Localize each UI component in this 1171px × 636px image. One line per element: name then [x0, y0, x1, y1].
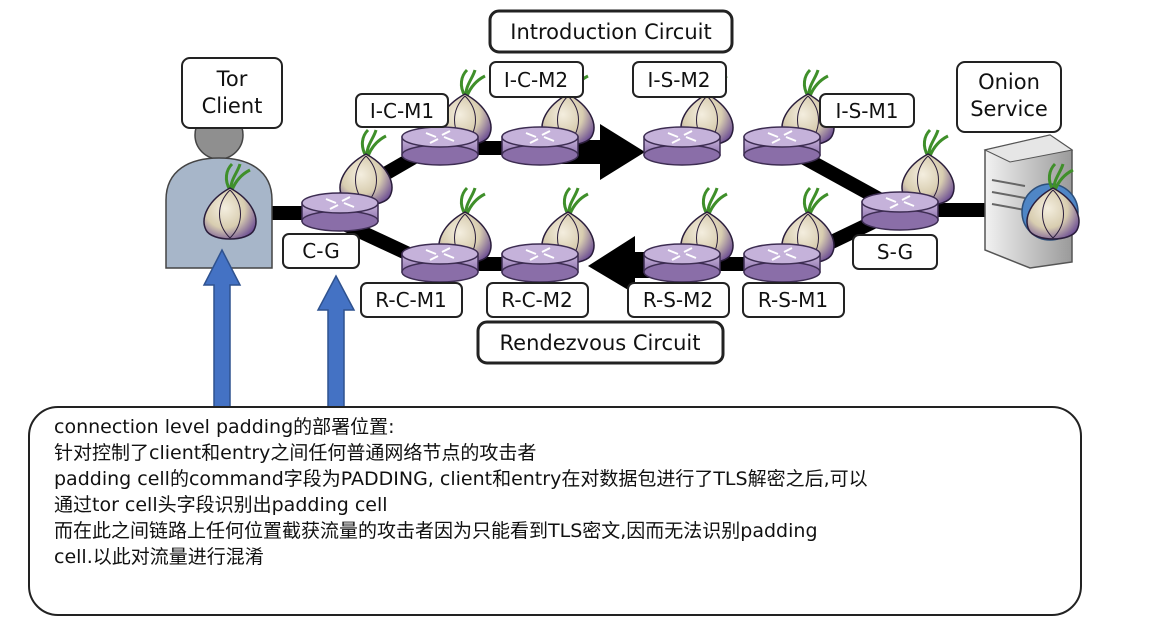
node-label-c-g-text: C-G	[302, 239, 339, 263]
node-label-r-s-m1-text: R-S-M1	[758, 288, 828, 312]
onion-service	[983, 134, 1081, 269]
note-line-4: 通过tor cell头字段识别出padding cell	[54, 494, 388, 516]
node-label-r-s-m2: R-S-M2	[627, 282, 730, 318]
node-rsm1-router	[743, 186, 836, 283]
node-label-r-c-m1-text: R-C-M1	[375, 288, 446, 312]
tor-client-label-line1: Tor	[216, 67, 248, 91]
node-label-i-s-m2-text: I-S-M2	[647, 68, 710, 92]
tor-client	[165, 110, 273, 269]
node-label-r-c-m2-text: R-C-M2	[501, 288, 572, 312]
blue-arrow-entry-guard	[316, 274, 356, 409]
node-label-r-c-m2: R-C-M2	[486, 282, 589, 318]
node-rcm1-router	[401, 186, 493, 283]
node-label-i-s-m1-text: I-S-M1	[835, 99, 898, 123]
node-label-r-s-m1: R-S-M1	[742, 282, 845, 318]
node-label-i-s-m2: I-S-M2	[632, 61, 727, 98]
node-rsm2-router	[643, 186, 735, 283]
blue-arrow-client	[202, 248, 242, 409]
introduction-circuit-label: Introduction Circuit	[488, 9, 734, 54]
note-line-2: 针对控制了client和entry之间任何普通网络节点的攻击者	[54, 442, 537, 464]
node-label-c-g: C-G	[282, 233, 360, 269]
node-cg-router	[301, 128, 394, 232]
note-line-6: cell.以此对流量进行混淆	[54, 546, 264, 568]
rendezvous-circuit-label: Rendezvous Circuit	[476, 320, 725, 365]
node-rcm2-router	[501, 186, 596, 283]
note-line-3: padding cell的command字段为PADDING, client和e…	[54, 468, 868, 490]
node-label-i-c-m2-text: I-C-M2	[504, 68, 568, 92]
node-label-s-g-text: S-G	[877, 240, 913, 264]
node-label-i-c-m1-text: I-C-M1	[370, 99, 434, 123]
note-line-5: 而在此之间链路上任何位置截获流量的攻击者因为只能看到TLS密文,因而无法识别pa…	[54, 520, 818, 542]
node-label-i-c-m1: I-C-M1	[355, 93, 449, 128]
note-line-1: connection level padding的部署位置:	[54, 416, 395, 438]
node-label-r-c-m1: R-C-M1	[360, 282, 463, 318]
annotation-callout: connection level padding的部署位置: 针对控制了clie…	[28, 406, 1082, 616]
introduction-circuit-text: Introduction Circuit	[510, 20, 711, 44]
onion-service-label-line2: Service	[970, 97, 1048, 121]
tor-client-label-line2: Client	[202, 94, 263, 118]
onion-service-label-line1: Onion	[978, 70, 1040, 94]
node-label-r-s-m2-text: R-S-M2	[643, 288, 713, 312]
tor-client-label: Tor Client	[181, 57, 283, 129]
onion-service-label: Onion Service	[956, 61, 1062, 133]
rendezvous-circuit-text: Rendezvous Circuit	[500, 331, 701, 355]
node-label-i-c-m2: I-C-M2	[489, 61, 584, 98]
node-label-i-s-m1: I-S-M1	[819, 93, 915, 128]
node-label-s-g: S-G	[852, 234, 938, 270]
